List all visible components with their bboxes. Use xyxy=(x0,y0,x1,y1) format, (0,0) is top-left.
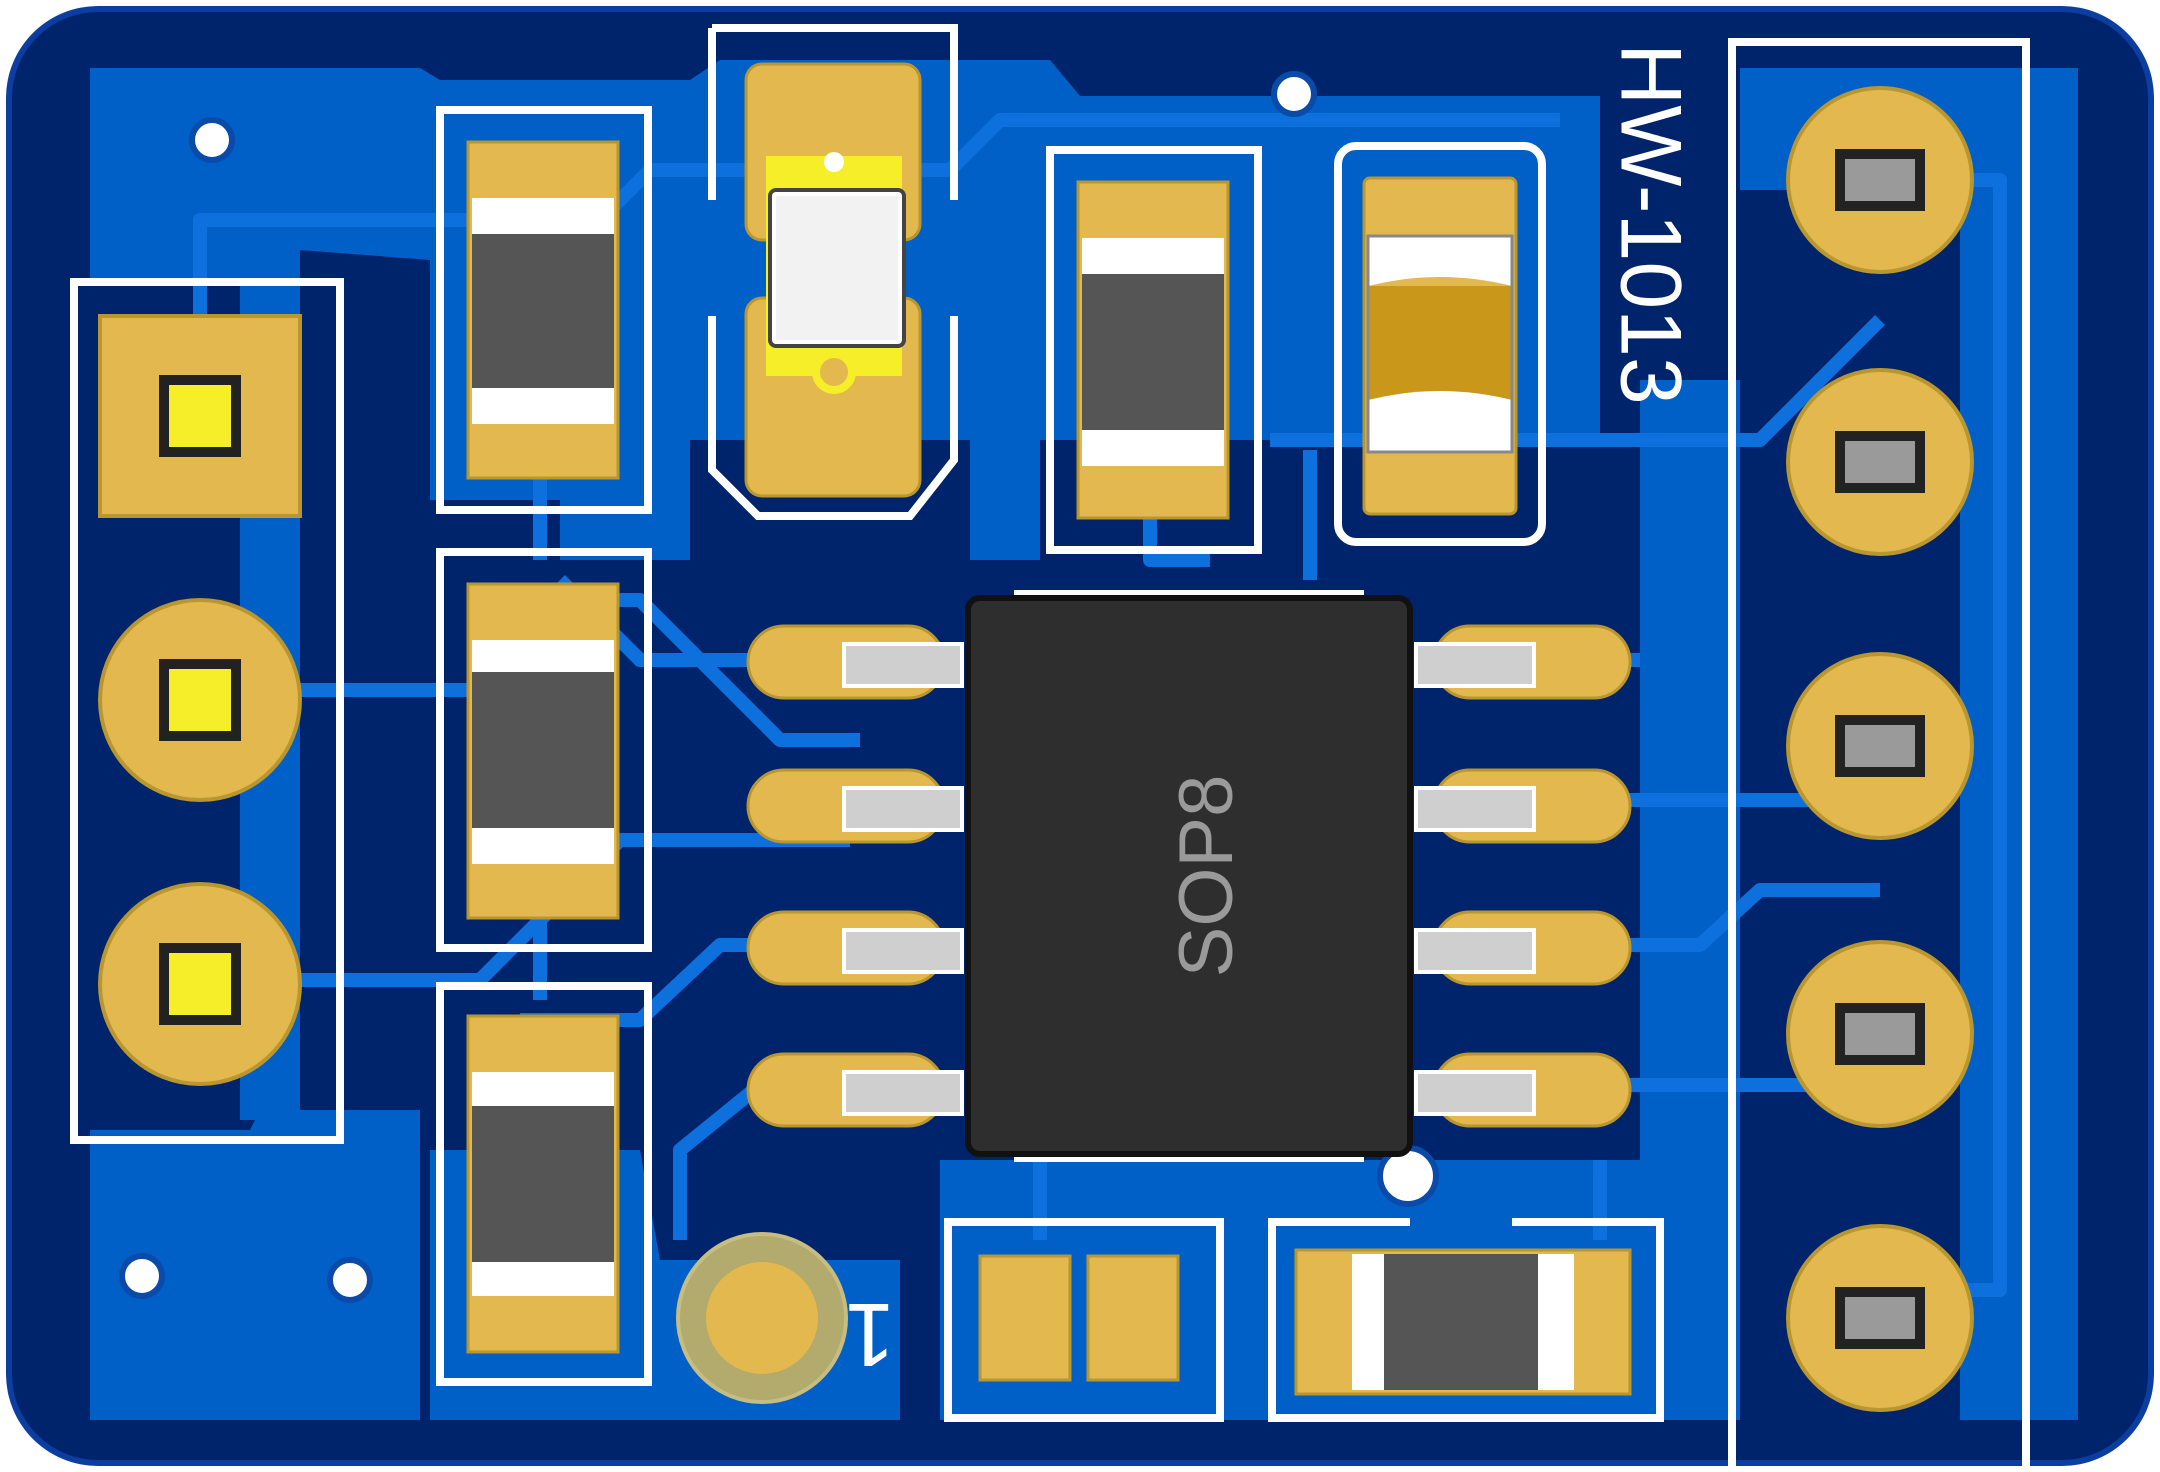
pin-3-square xyxy=(159,943,241,1025)
via xyxy=(189,117,235,163)
ic-body xyxy=(965,595,1413,1157)
board-name: HW-1013 xyxy=(1602,43,1698,405)
right-header-silkscreen xyxy=(1728,38,2030,1472)
pin-2-square xyxy=(159,659,241,741)
right-pin xyxy=(1786,940,1974,1128)
ic-sop8: SOP8 xyxy=(746,590,1632,1162)
resistor-r5 xyxy=(1268,1218,1664,1422)
right-pin xyxy=(1786,1224,1974,1412)
resistor-r2 xyxy=(436,548,652,952)
ic-label: SOP8 xyxy=(1164,775,1249,978)
ic-right-pins xyxy=(1414,624,1632,1128)
via xyxy=(327,1257,373,1303)
via xyxy=(1271,71,1317,117)
resistor-r4 xyxy=(1046,146,1262,554)
test-point xyxy=(676,1232,848,1404)
right-pin xyxy=(1786,652,1974,840)
left-header xyxy=(70,278,344,1144)
vias xyxy=(119,71,1439,1303)
right-pin xyxy=(1786,368,1974,556)
led xyxy=(708,24,958,520)
right-header xyxy=(1728,38,2030,1472)
resistor-r1 xyxy=(436,106,652,514)
right-pin xyxy=(1786,86,1974,274)
capacitor-c1 xyxy=(1334,142,1546,546)
pin1-marker: 1 xyxy=(845,1284,895,1384)
via xyxy=(119,1253,165,1299)
ic-left-pins xyxy=(746,624,964,1128)
left-header-silkscreen xyxy=(70,278,344,1144)
jumper-pads xyxy=(944,1218,1224,1422)
resistor-r3 xyxy=(436,982,652,1386)
pin-1-square xyxy=(159,375,241,457)
